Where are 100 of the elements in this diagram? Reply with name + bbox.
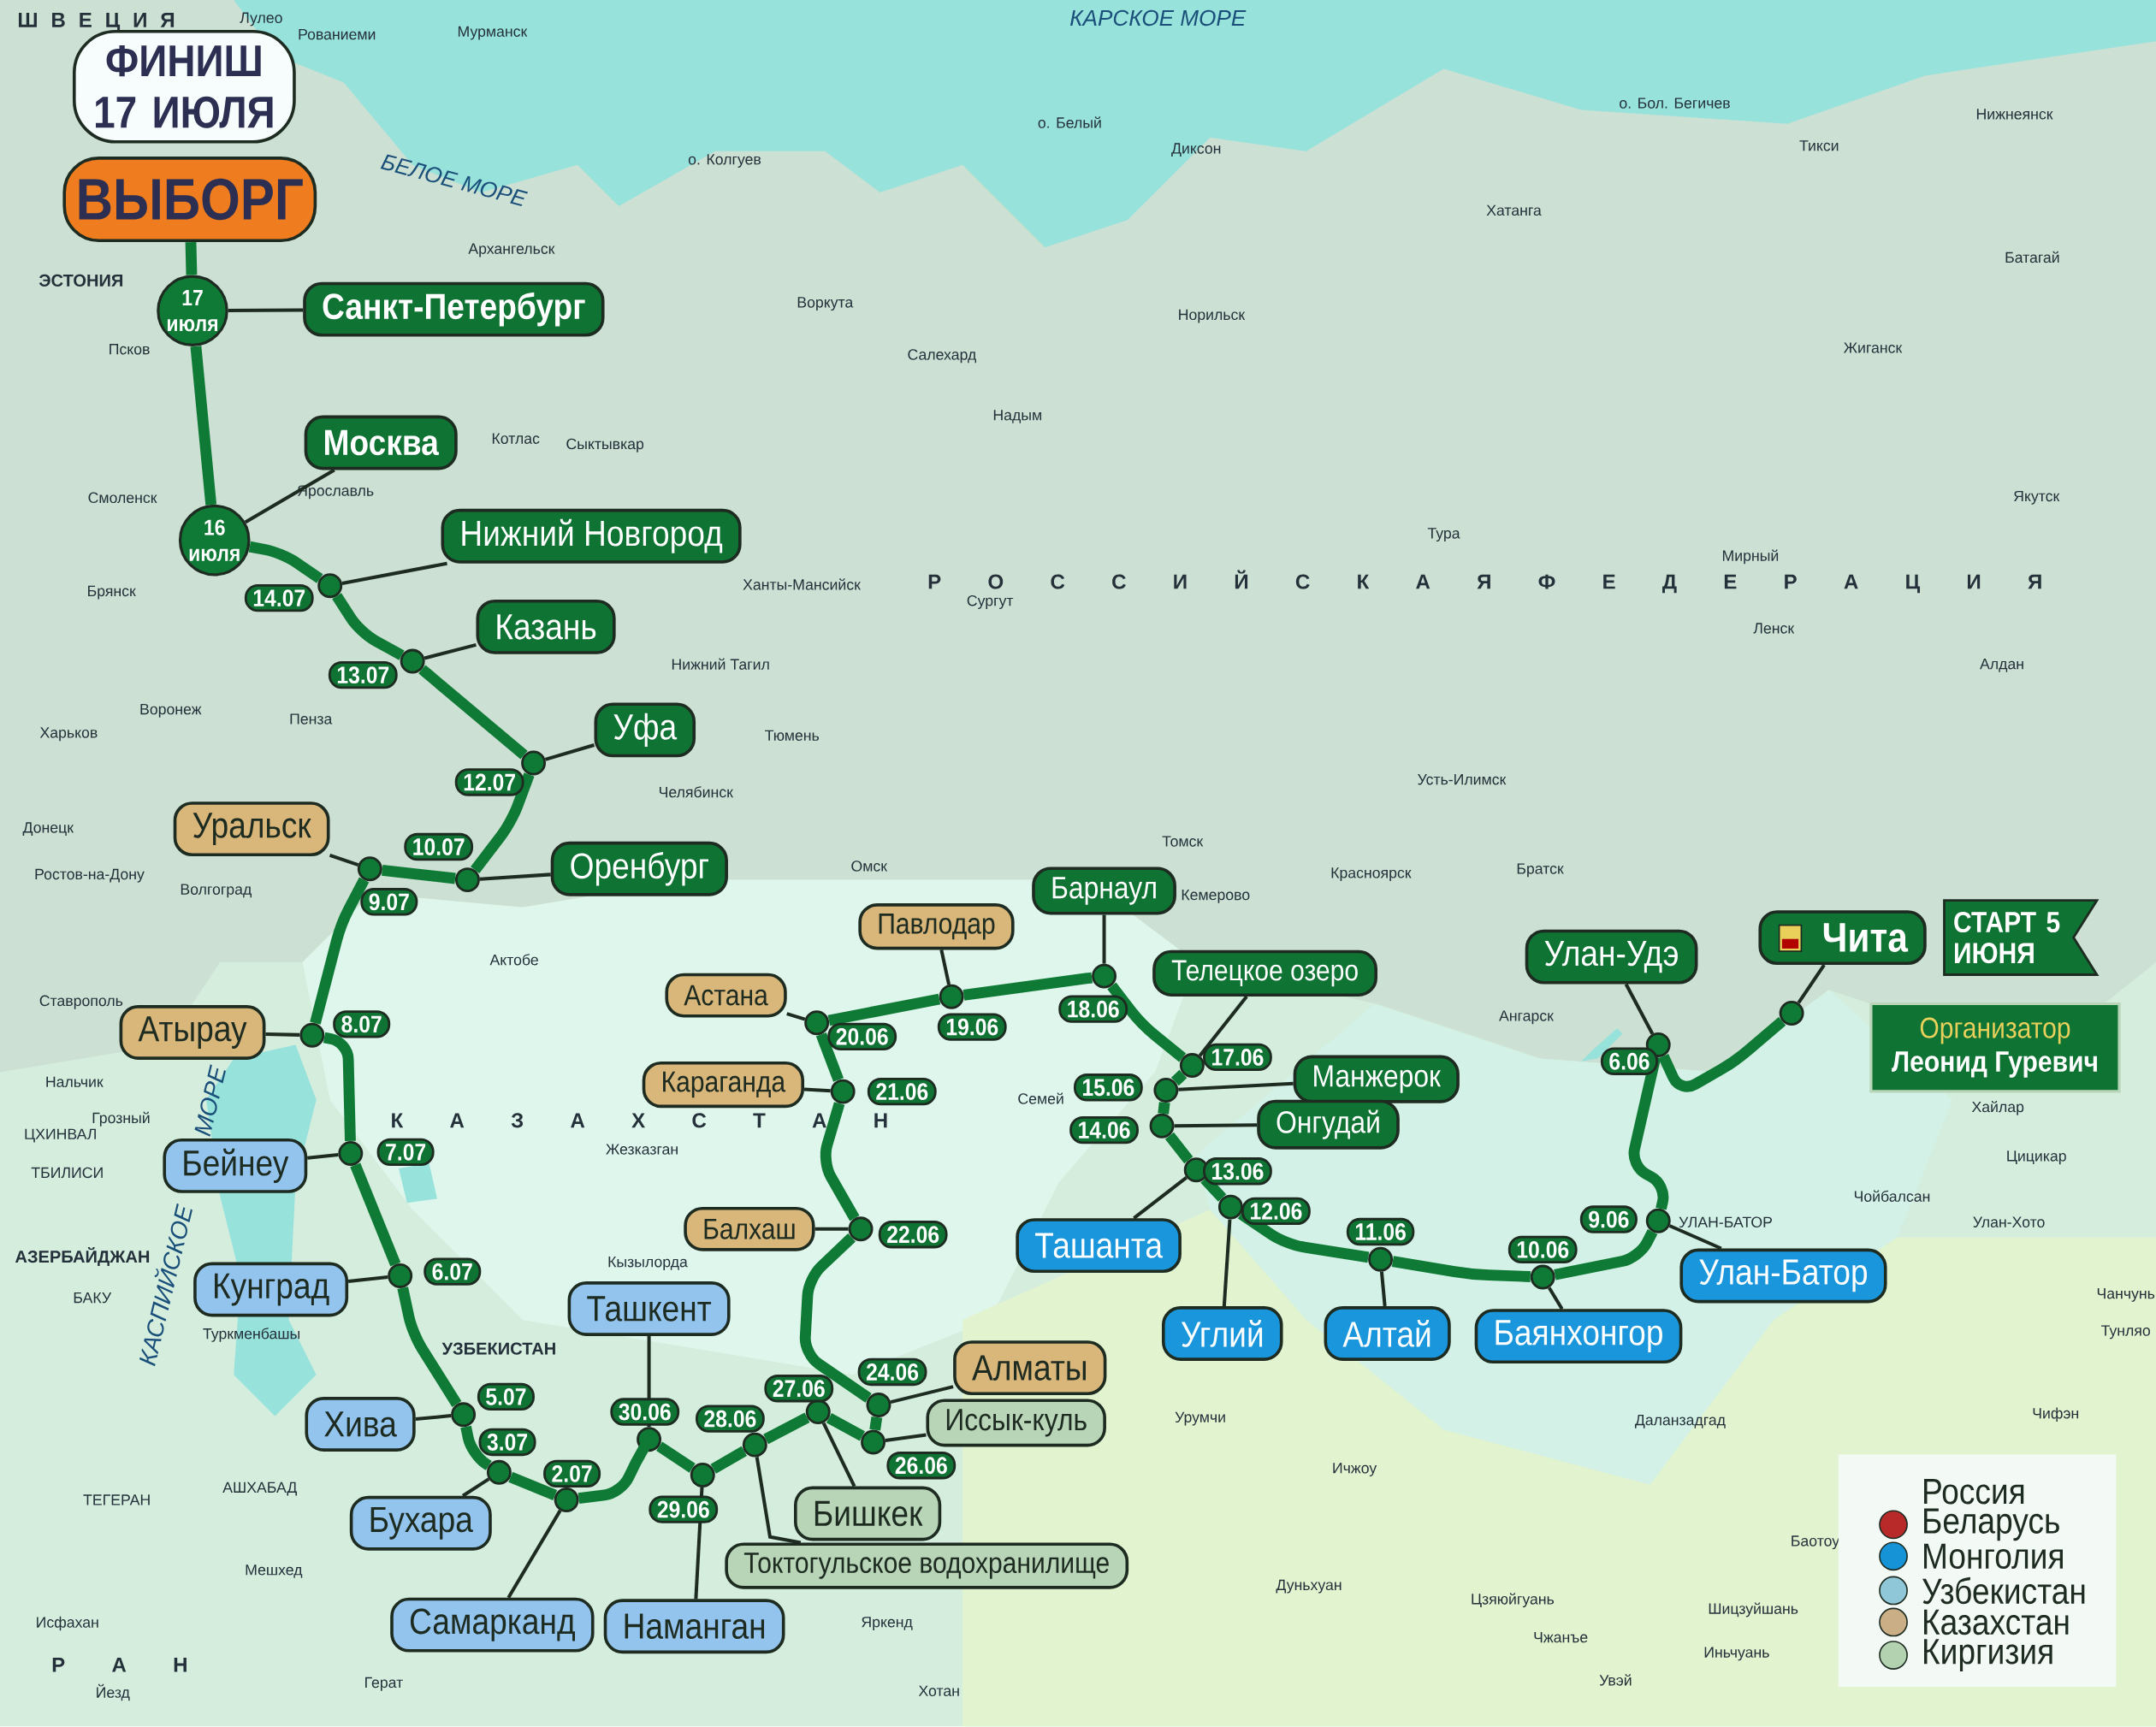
route-dot (554, 1487, 579, 1513)
place-label: Томск (1162, 836, 1204, 847)
date-label: 18.06 (1058, 995, 1128, 1024)
place-label: Сыктывкар (566, 438, 644, 452)
place-label: Цицикар (2007, 1150, 2066, 1165)
route-dot (804, 1010, 830, 1036)
place-label: Актобе (489, 954, 538, 966)
leader-line (341, 562, 447, 586)
city-callout: Манжерок (1293, 1055, 1460, 1103)
country-label: К А З А Х С Т А Н (392, 1113, 887, 1128)
place-label: Омск (851, 861, 888, 872)
route-line (1107, 982, 1187, 1062)
route-line (1554, 1229, 1658, 1280)
place-label: Архангельск (468, 243, 555, 257)
city-callout: Караганда (642, 1062, 805, 1109)
route-line (1628, 1056, 1669, 1210)
route-line (869, 1416, 883, 1431)
date-label: 28.06 (696, 1405, 765, 1433)
legend-label: Монголия (1924, 1543, 2063, 1570)
place-label: Сургут (967, 595, 1014, 610)
route-line (826, 1413, 865, 1441)
place-label: Тура (1427, 528, 1460, 542)
city-callout: Ташкент (567, 1281, 731, 1337)
city-callout: Чита (1758, 910, 1927, 966)
place-label: АШХАБАД (222, 1482, 297, 1496)
city-callout: Иссык-куль (926, 1399, 1106, 1447)
country-label: Ш В Е Ц И Я (19, 13, 175, 32)
place-label: о. Белый (1038, 116, 1101, 128)
route-line (508, 1472, 558, 1501)
place-label: Ленск (1753, 623, 1795, 634)
route-line (820, 1102, 860, 1221)
place-label: Нижний Тагил (672, 658, 769, 671)
place-label: Семей (1018, 1092, 1063, 1104)
route-line (827, 993, 941, 1026)
legend-label: Казахстан (1924, 1610, 2069, 1635)
date-label: 26.06 (886, 1452, 957, 1480)
place-label: Йезд (97, 1683, 130, 1701)
sea-label: КАРСКОЕ МОРЕ (1070, 9, 1247, 27)
finish-badge: ФИНИШ 17 ИЮЛЯ (73, 30, 296, 144)
leader-line (1198, 996, 1248, 1057)
leader-line (506, 1510, 562, 1599)
place-label: Кызылорда (608, 1257, 688, 1271)
place-label: Тунляо (2100, 1325, 2150, 1340)
route-line (962, 972, 1093, 1001)
leader-line (755, 1457, 802, 1545)
place-label: Хатанга (1486, 204, 1542, 216)
city-box: ВЫБОРГ (62, 157, 317, 243)
place-label: Нальчик (46, 1076, 104, 1088)
city-callout: Бухара (349, 1496, 492, 1551)
date-label: 29.06 (649, 1495, 719, 1524)
city-callout: Улан-Удэ (1525, 929, 1698, 985)
legend-label: Россия (1924, 1479, 2024, 1505)
leader-line (1379, 1271, 1387, 1307)
place-label: Тюмень (765, 730, 820, 742)
place-label: Салехард (908, 349, 976, 364)
country-label: ЭСТОНИЯ (38, 274, 123, 287)
place-label: Яркенд (862, 1617, 913, 1631)
place-label: Пенза (290, 713, 333, 725)
date-label: 30.06 (610, 1398, 680, 1426)
place-label: Норильск (1179, 309, 1246, 323)
leader-line (244, 468, 335, 524)
route-dot (1217, 1194, 1243, 1220)
leader-line (1174, 1123, 1258, 1128)
place-label: Усть-Илимск (1418, 774, 1507, 785)
city-callout: Алтай (1324, 1306, 1451, 1362)
date-label: 9.06 (1579, 1205, 1638, 1233)
place-label: Ростов-на-Дону (35, 869, 145, 883)
date-label: 12.07 (454, 768, 524, 796)
route-dot (1149, 1114, 1175, 1139)
city-callout: Бишкек (794, 1486, 942, 1541)
place-label: о. Колгуев (688, 154, 761, 169)
date-label: 2.07 (543, 1459, 601, 1488)
city-callout: Атырау (119, 1005, 266, 1061)
place-label: Надым (993, 410, 1041, 424)
route-line (799, 1233, 872, 1403)
place-label: о. Бол. Бегичев (1620, 98, 1730, 109)
place-label: Мирный (1722, 549, 1779, 565)
route-dot (861, 1429, 886, 1455)
date-label: 6.06 (1600, 1047, 1658, 1076)
date-label: 20.06 (827, 1022, 897, 1051)
city-callout: Углий (1162, 1306, 1283, 1362)
city-callout: Баянхонгор (1474, 1309, 1683, 1364)
city-callout: Улан-Батор (1679, 1248, 1887, 1304)
place-label: Ханты-Мансийск (743, 578, 861, 590)
route-line (382, 865, 456, 884)
place-label: Ярославль (298, 485, 374, 500)
date-label: 6.07 (424, 1257, 482, 1286)
place-label: УЛАН-БАТОР (1679, 1216, 1772, 1228)
place-label: Донецк (22, 822, 74, 837)
leader-line (347, 1275, 388, 1284)
leader-line (814, 1227, 849, 1232)
place-label: Тикси (1799, 140, 1839, 151)
route-dot (299, 1022, 325, 1048)
place-label: Красноярск (1331, 867, 1412, 882)
place-label: ТБИЛИСИ (31, 1167, 103, 1179)
place-label: Чжанъе (1534, 1632, 1588, 1643)
place-label: Челябинск (660, 786, 733, 798)
city-callout: Астана (665, 973, 787, 1018)
route-dot (486, 1460, 512, 1485)
place-label: Герат (365, 1677, 403, 1691)
